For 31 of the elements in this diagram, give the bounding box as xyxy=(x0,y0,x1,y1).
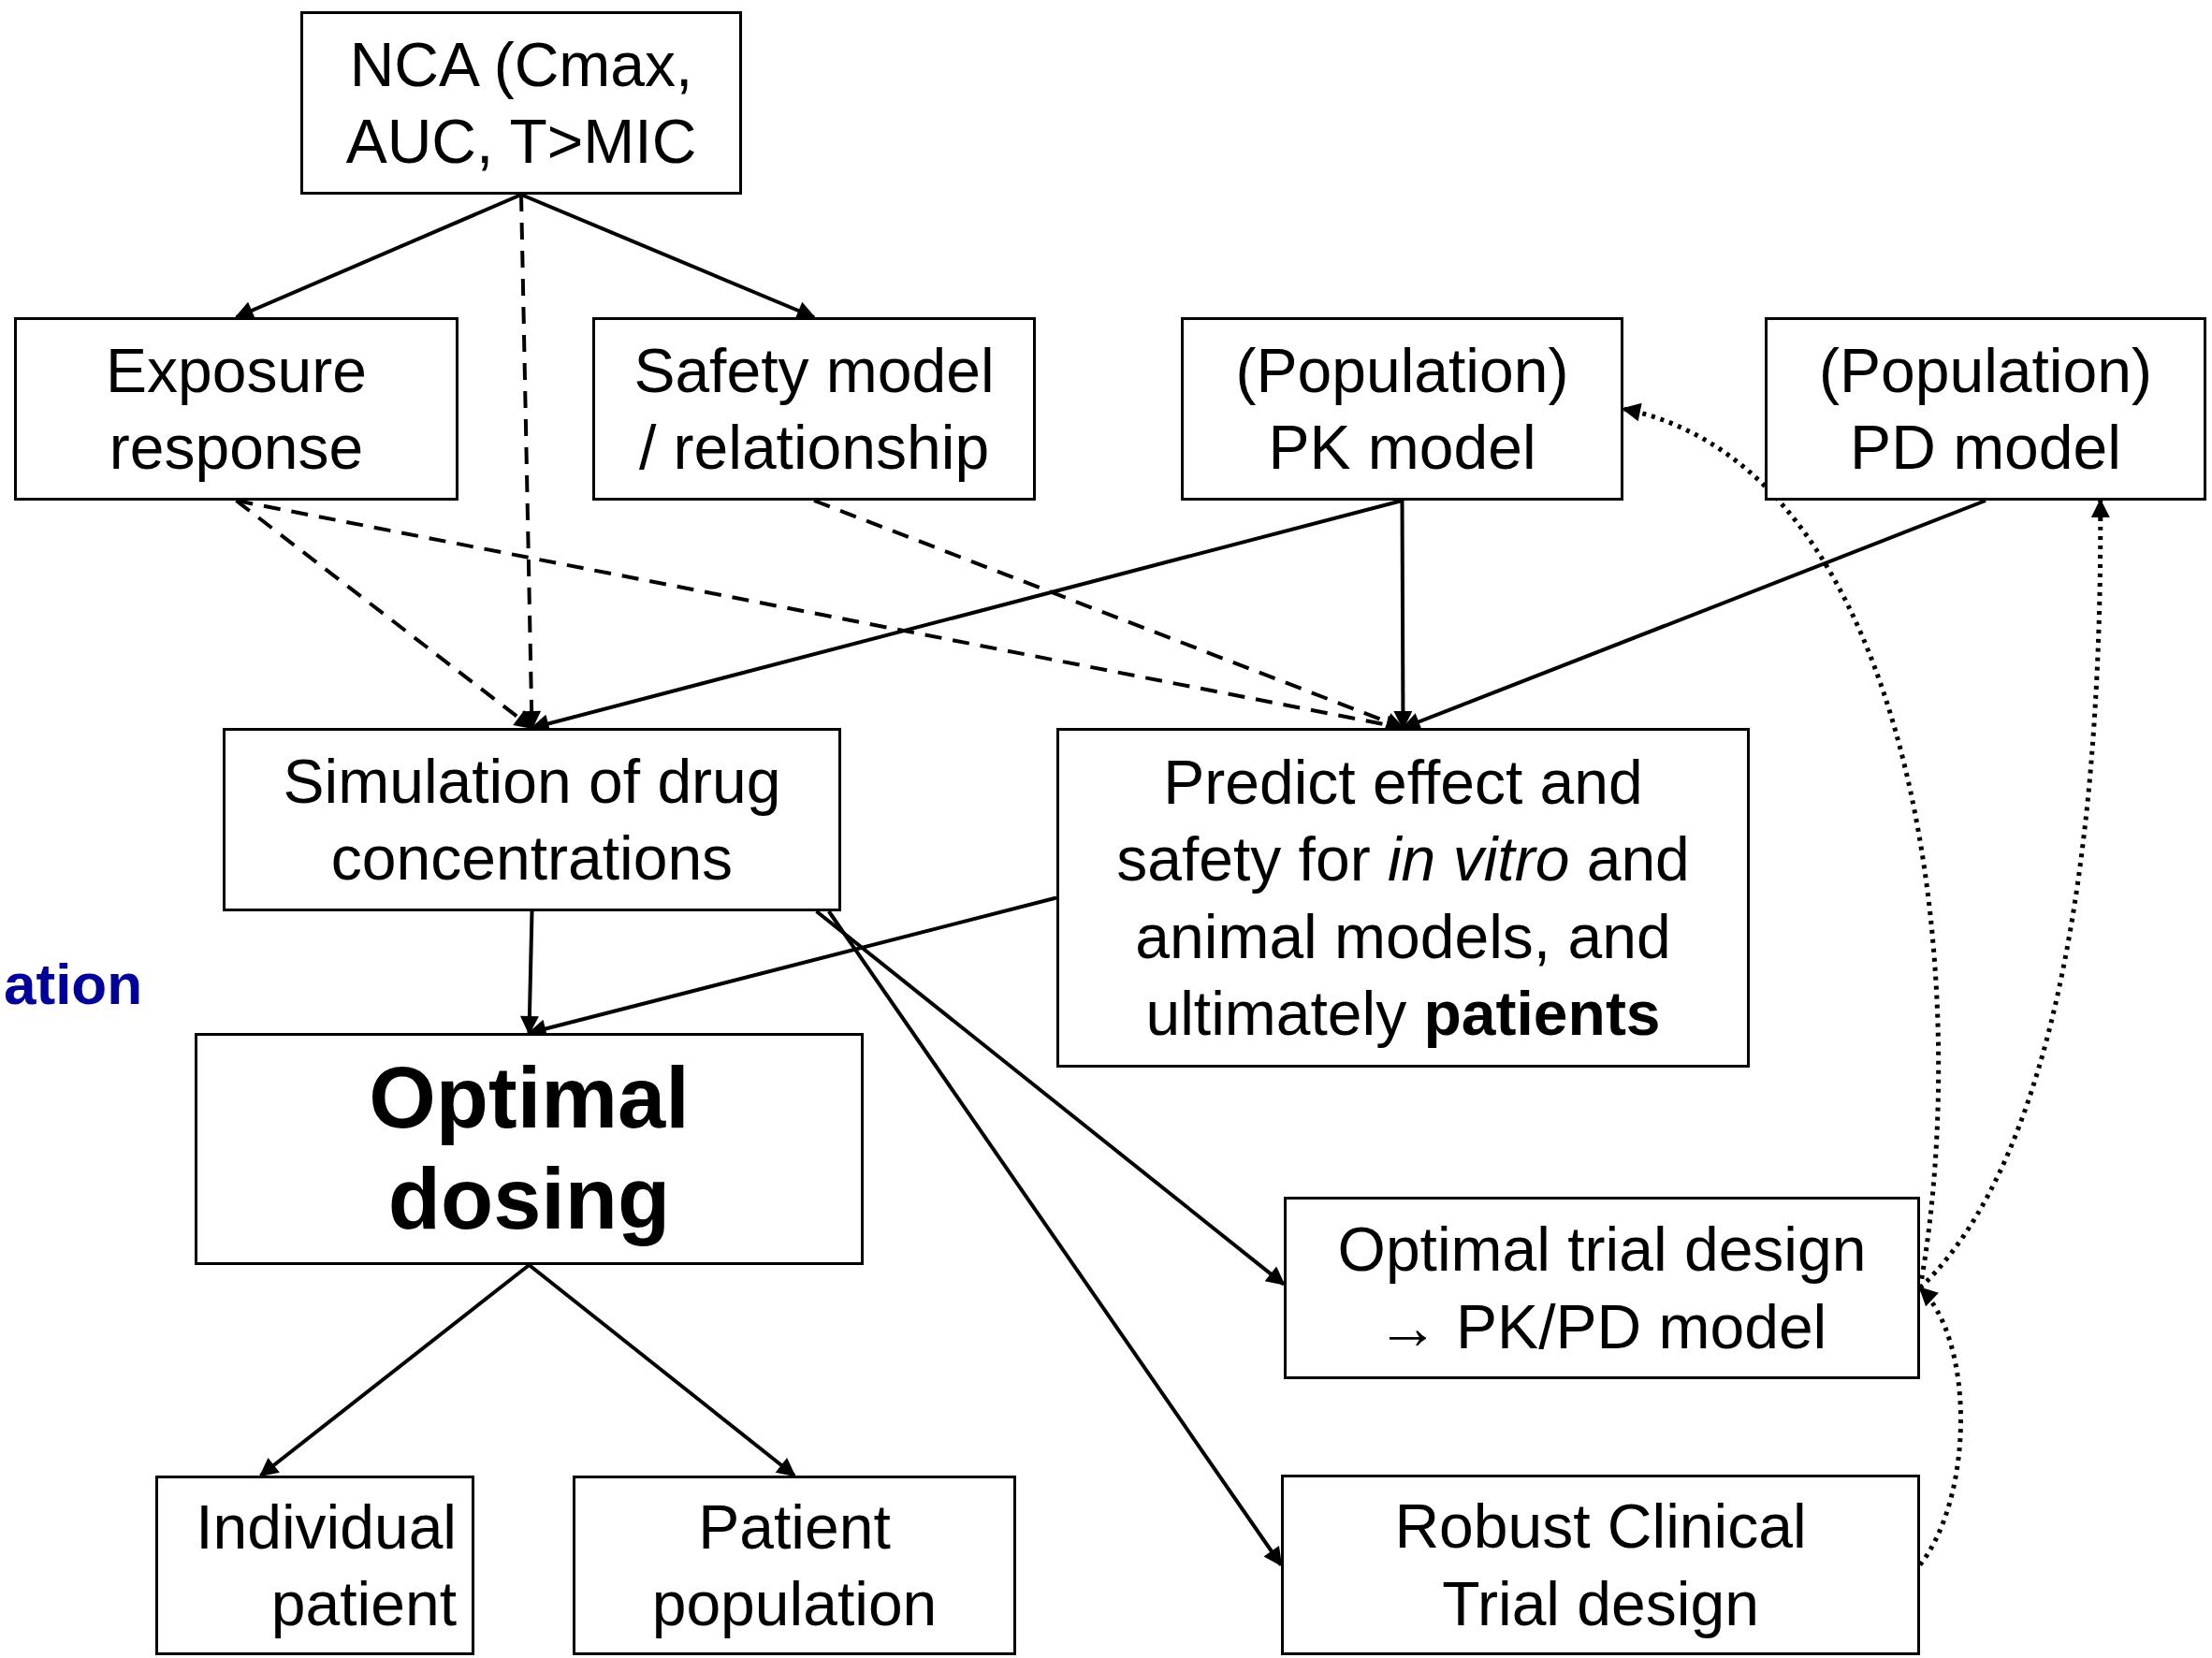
box-text: (Population) PK model xyxy=(1234,334,1570,484)
arrow xyxy=(519,910,539,1035)
box-text: Safety model / relationship xyxy=(633,334,996,484)
process-box xyxy=(592,317,1036,501)
process-box xyxy=(1056,728,1750,1068)
process-box xyxy=(573,1476,1016,1655)
box-text: Predict effect and safety for in vitro and animal models, and ultimately patients xyxy=(1115,746,1691,1050)
box-text: Exposure response xyxy=(105,334,368,484)
box-text: NCA (Cmax, AUC, T>MIC xyxy=(344,28,698,178)
box-text: Patient population xyxy=(650,1491,939,1640)
box-text: Optimal dosing xyxy=(368,1049,691,1248)
process-box xyxy=(14,317,458,501)
arrow xyxy=(827,909,1283,1567)
arrow xyxy=(258,1263,531,1477)
arrow xyxy=(528,1263,796,1477)
box-text: Robust Clinical Trial design xyxy=(1393,1491,1808,1640)
process-box xyxy=(155,1476,474,1655)
process-box xyxy=(223,728,841,911)
arrow xyxy=(1918,499,2110,1290)
process-box xyxy=(1284,1197,1920,1379)
box-text: Simulation of drug concentrations xyxy=(282,745,782,894)
process-box xyxy=(300,11,742,195)
box-text: Optimal trial design → PK/PD model xyxy=(1336,1214,1868,1363)
box-text: Individual patient xyxy=(195,1491,457,1640)
process-box xyxy=(1765,317,2206,501)
box-text: (Population) PD model xyxy=(1818,334,2153,484)
process-box xyxy=(1281,1475,1920,1655)
process-box xyxy=(195,1033,864,1265)
heading-text: ation xyxy=(4,951,143,1018)
process-box xyxy=(1181,317,1623,501)
arrow xyxy=(815,909,1286,1287)
